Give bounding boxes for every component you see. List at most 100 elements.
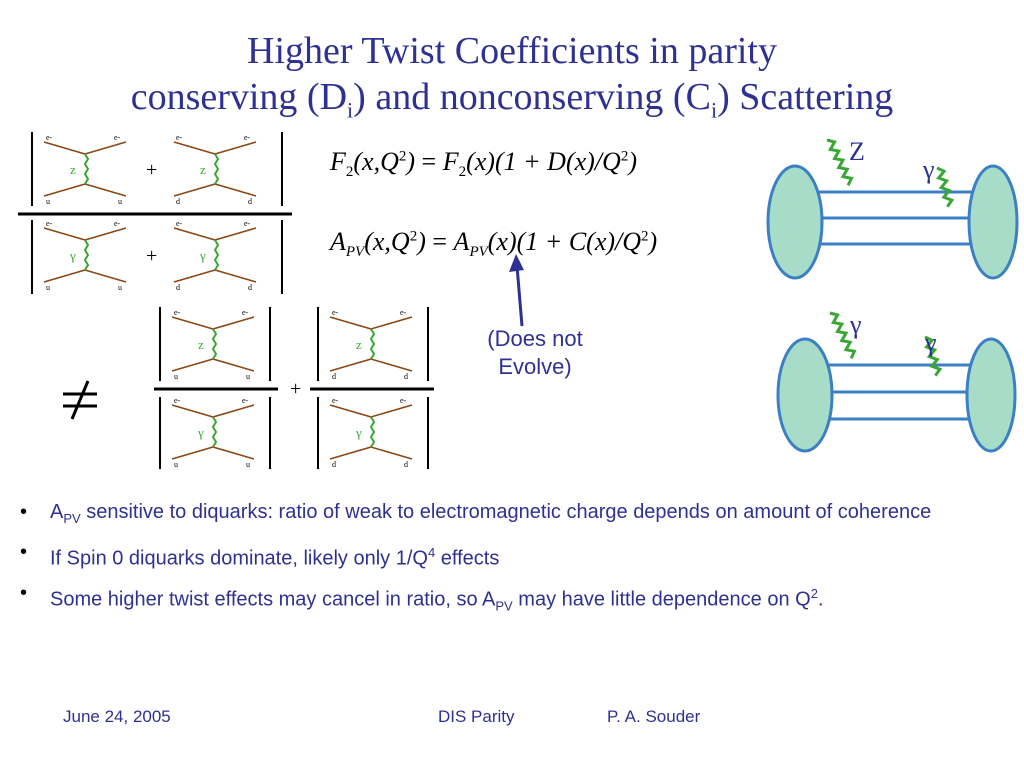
quark-line bbox=[329, 446, 372, 460]
plus-sign: + bbox=[146, 245, 157, 267]
quark-label: u bbox=[118, 197, 122, 206]
quark-line bbox=[329, 358, 372, 372]
photon-label: γ bbox=[924, 328, 937, 357]
quark-line bbox=[214, 269, 257, 283]
boson-label: γ bbox=[355, 425, 362, 440]
equation-f2: F2(x,Q2) = F2(x)(1 + D(x)/Q2) bbox=[330, 147, 637, 181]
electron-label: e- bbox=[174, 396, 181, 405]
incoherent-diquark-diagram: γ γ bbox=[776, 310, 1017, 453]
quark-label: d bbox=[176, 197, 180, 206]
bullet-item: •If Spin 0 diquarks dominate, likely onl… bbox=[20, 541, 500, 570]
quark-label: u bbox=[174, 372, 178, 381]
footer-event: DIS Parity bbox=[438, 707, 515, 726]
coherent-diquark-diagram: Z γ bbox=[766, 137, 1019, 280]
boson-label: γ bbox=[69, 248, 76, 263]
electron-line bbox=[212, 404, 255, 418]
electron-line bbox=[84, 141, 127, 155]
boson-label: z bbox=[70, 162, 76, 177]
electron-line bbox=[214, 141, 257, 155]
boson-label: z bbox=[198, 337, 204, 352]
electron-line bbox=[84, 227, 127, 241]
quark-label: u bbox=[174, 460, 178, 469]
electron-label: e- bbox=[332, 308, 339, 317]
electron-label: e- bbox=[174, 308, 181, 317]
quark-line bbox=[84, 183, 127, 197]
bullet-item: •APV sensitive to diquarks: ratio of wea… bbox=[20, 501, 932, 526]
quark-line bbox=[370, 358, 413, 372]
boson-line bbox=[211, 328, 218, 360]
quark-label: d bbox=[176, 283, 180, 292]
quark-line bbox=[212, 446, 255, 460]
electron-label: e- bbox=[244, 133, 251, 142]
electron-label: e- bbox=[242, 396, 249, 405]
photon-label: γ bbox=[849, 310, 862, 339]
z-boson-label: Z bbox=[849, 137, 865, 166]
quark-label: u bbox=[46, 197, 50, 206]
electron-label: e- bbox=[46, 219, 53, 228]
bullet-item: •Some higher twist effects may cancel in… bbox=[20, 581, 824, 614]
boson-label: z bbox=[356, 337, 362, 352]
electron-label: e- bbox=[332, 396, 339, 405]
photon-label: γ bbox=[922, 155, 935, 184]
title-line-1: Higher Twist Coefficients in parity bbox=[247, 30, 777, 72]
electron-line bbox=[43, 227, 86, 241]
quark-line bbox=[173, 269, 216, 283]
footer-date: June 24, 2005 bbox=[63, 707, 171, 726]
boson-line bbox=[83, 239, 90, 271]
electron-label: e- bbox=[400, 308, 407, 317]
boson-line bbox=[213, 153, 220, 185]
quark-line bbox=[171, 446, 214, 460]
boson-line bbox=[936, 166, 955, 208]
boson-line bbox=[213, 239, 220, 271]
does-not-evolve-note: (Does not Evolve) bbox=[487, 326, 583, 379]
quark-line bbox=[43, 269, 86, 283]
equation-apv: APV(x,Q2) = APV(x)(1 + C(x)/Q2) bbox=[330, 227, 658, 261]
electron-line bbox=[370, 404, 413, 418]
electron-label: e- bbox=[242, 308, 249, 317]
footer-author: P. A. Souder bbox=[607, 707, 701, 726]
boson-label: γ bbox=[199, 248, 206, 263]
electron-label: e- bbox=[176, 219, 183, 228]
quark-line bbox=[84, 269, 127, 283]
boson-label: γ bbox=[197, 425, 204, 440]
boson-line bbox=[369, 416, 376, 448]
quark-label: d bbox=[248, 283, 252, 292]
boson-line bbox=[83, 153, 90, 185]
quark-label: u bbox=[46, 283, 50, 292]
quark-line bbox=[212, 358, 255, 372]
plus-sign: + bbox=[146, 159, 157, 181]
electron-line bbox=[173, 227, 216, 241]
boson-line bbox=[211, 416, 218, 448]
electron-label: e- bbox=[114, 219, 121, 228]
quark-line bbox=[171, 358, 214, 372]
boson-line bbox=[826, 138, 854, 186]
plus-sign: + bbox=[290, 378, 301, 400]
electron-line bbox=[212, 316, 255, 330]
quark-line bbox=[214, 183, 257, 197]
quark-line bbox=[370, 446, 413, 460]
quark-label: u bbox=[118, 283, 122, 292]
electron-label: e- bbox=[244, 219, 251, 228]
quark-label: u bbox=[246, 372, 250, 381]
electron-label: e- bbox=[176, 133, 183, 142]
slide-title: Higher Twist Coefficients in parity cons… bbox=[0, 28, 1024, 134]
electron-line bbox=[370, 316, 413, 330]
boson-label: z bbox=[200, 162, 206, 177]
quark-line bbox=[43, 183, 86, 197]
electron-label: e- bbox=[114, 133, 121, 142]
boson-line bbox=[369, 328, 376, 360]
electron-label: e- bbox=[400, 396, 407, 405]
quark-label: d bbox=[404, 460, 408, 469]
electron-line bbox=[173, 141, 216, 155]
electron-line bbox=[43, 141, 86, 155]
quark-line bbox=[173, 183, 216, 197]
boson-line bbox=[924, 335, 943, 377]
quark-label: u bbox=[246, 460, 250, 469]
quark-label: d bbox=[332, 460, 336, 469]
boson-line bbox=[829, 311, 857, 359]
quark-label: d bbox=[248, 197, 252, 206]
